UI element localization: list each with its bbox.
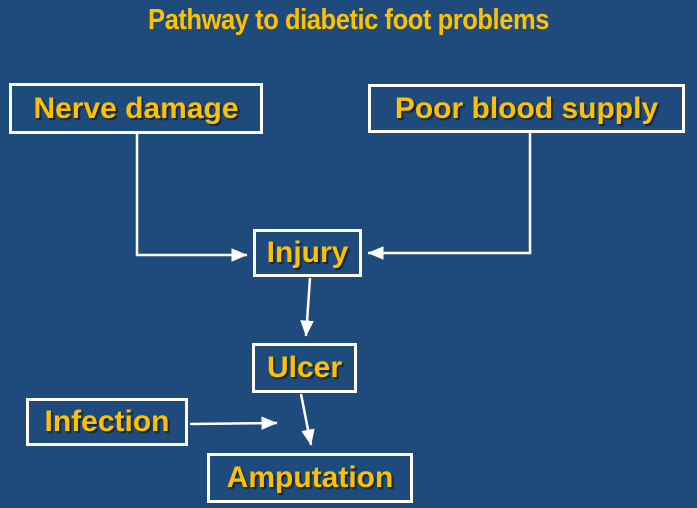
arrow-injury-to-ulcer	[300, 277, 314, 337]
node-nerve-damage: Nerve damage	[9, 83, 263, 134]
node-injury: Injury	[253, 229, 362, 277]
diagram-title: Pathway to diabetic foot problems	[148, 4, 549, 36]
node-infection: Infection	[26, 398, 188, 446]
arrow-infection-to-amputation	[189, 416, 278, 430]
node-amputation: Amputation	[207, 453, 413, 503]
arrow-poor-blood-supply-to-injury	[367, 133, 532, 260]
node-poor-blood-supply: Poor blood supply	[368, 84, 685, 133]
arrow-nerve-damage-to-injury	[135, 134, 248, 262]
node-ulcer: Ulcer	[252, 343, 357, 393]
arrow-ulcer-to-amputation	[299, 393, 315, 446]
